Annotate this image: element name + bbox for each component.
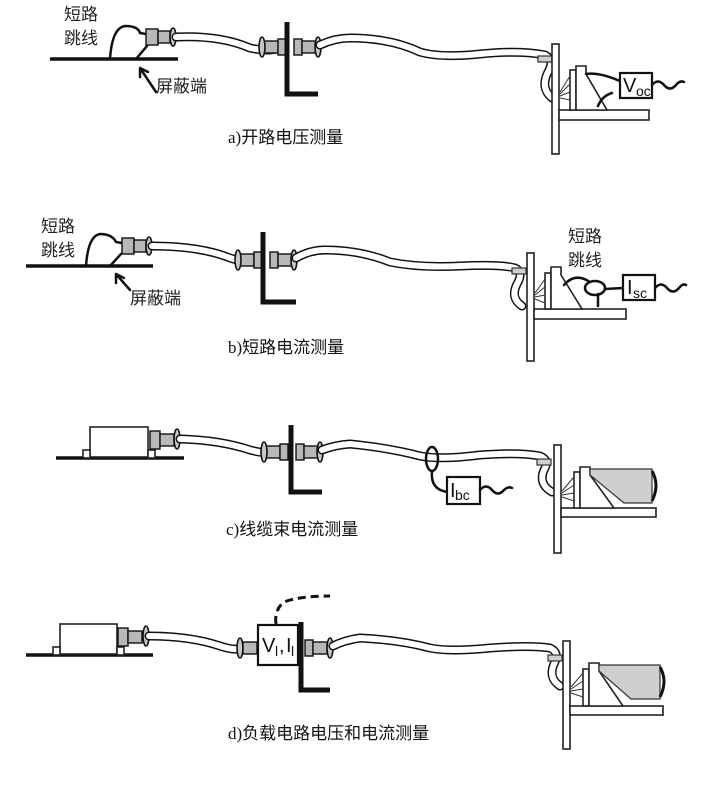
bulkhead-connector: [234, 249, 298, 271]
svg-text:sc: sc: [633, 285, 647, 301]
load-box: [550, 266, 584, 310]
load-box-shaded: [598, 664, 661, 700]
wall-bracket: [562, 640, 666, 750]
end-cap: [658, 666, 666, 698]
svg-text:,: ,: [279, 635, 285, 657]
svg-text:I: I: [286, 635, 292, 657]
bulkhead-wall: [284, 22, 318, 97]
caption-b: b)短路电流测量: [228, 338, 344, 357]
panel-b: I sc 短路 跳线 屏蔽端 短路 跳线 b)短路电流测量: [26, 217, 688, 362]
arrow-icon: [114, 272, 132, 292]
short-jumper-wire: [108, 24, 148, 61]
wall-bracket: [526, 252, 627, 362]
voltage-current-sensor: V l , I l: [256, 623, 300, 667]
svg-text:V: V: [262, 635, 276, 657]
svg-text:l: l: [275, 643, 278, 659]
cable-segment-2: [315, 33, 557, 103]
short-jumper-loop: [583, 279, 607, 297]
load-box: [575, 65, 609, 111]
telemetry-dashed-line: [274, 594, 331, 625]
current-meter-ibc: I bc: [445, 475, 482, 506]
cable-clamp: [536, 458, 552, 466]
source-box: [89, 426, 149, 458]
cable-clamp: [547, 654, 563, 662]
cable-clamp: [537, 55, 553, 63]
panel-a: V oc 短路 跳线 屏蔽端 a)开路电压测量: [50, 5, 686, 155]
right-jumper-label: 短路: [568, 227, 602, 247]
svg-text:跳线: 跳线: [41, 241, 75, 261]
caption-c: c)线缆束电流测量: [226, 520, 358, 539]
cable-clamp: [511, 267, 527, 275]
svg-text:V: V: [623, 75, 637, 97]
jumper-label: 短路: [64, 5, 98, 25]
svg-text:I: I: [627, 277, 633, 299]
shield-wire: [108, 252, 123, 268]
svg-text:I: I: [450, 480, 456, 502]
arrow-icon: [138, 66, 158, 94]
meter-lead: [478, 485, 514, 495]
panel-d: V l , I l d)负载电路电压和电流测量: [26, 594, 666, 750]
meter-lead: [653, 283, 688, 293]
voltage-meter-voc: V oc: [618, 71, 654, 100]
bulkhead-wall: [288, 425, 322, 495]
shield-wire: [134, 44, 149, 61]
current-meter-isc: I sc: [621, 273, 657, 302]
svg-text:跳线: 跳线: [64, 29, 98, 49]
caption-d: d)负载电路电压和电流测量: [228, 724, 429, 743]
short-jumper-wire: [84, 232, 124, 268]
cable-segment-2: [291, 245, 527, 311]
source-connector: [149, 428, 181, 450]
end-cap: [650, 470, 658, 502]
caption-a: a)开路电压测量: [228, 128, 343, 147]
svg-text:oc: oc: [636, 83, 651, 99]
load-box: [579, 466, 616, 509]
inline-connector: [236, 637, 258, 659]
shield-end-label: 屏蔽端: [130, 289, 181, 309]
panel-c: I bc c)线缆束电流测量: [56, 425, 658, 554]
load-box: [588, 662, 625, 707]
svg-text:l: l: [291, 643, 294, 659]
source-box: [59, 623, 118, 655]
shield-end-label: 屏蔽端: [156, 77, 207, 97]
svg-text:bc: bc: [455, 487, 470, 503]
bulkhead-wall: [260, 232, 296, 305]
meter-lead: [650, 80, 686, 90]
svg-text:跳线: 跳线: [568, 251, 602, 271]
wall-bracket: [553, 444, 658, 554]
wall-bracket: [551, 43, 650, 155]
source-connector: [121, 236, 153, 256]
load-box-shaded: [589, 468, 653, 504]
jumper-label: 短路: [41, 217, 75, 237]
bulkhead-wall: [298, 622, 330, 693]
bulkhead-connector-right: [304, 637, 334, 659]
source-connector: [117, 625, 150, 647]
